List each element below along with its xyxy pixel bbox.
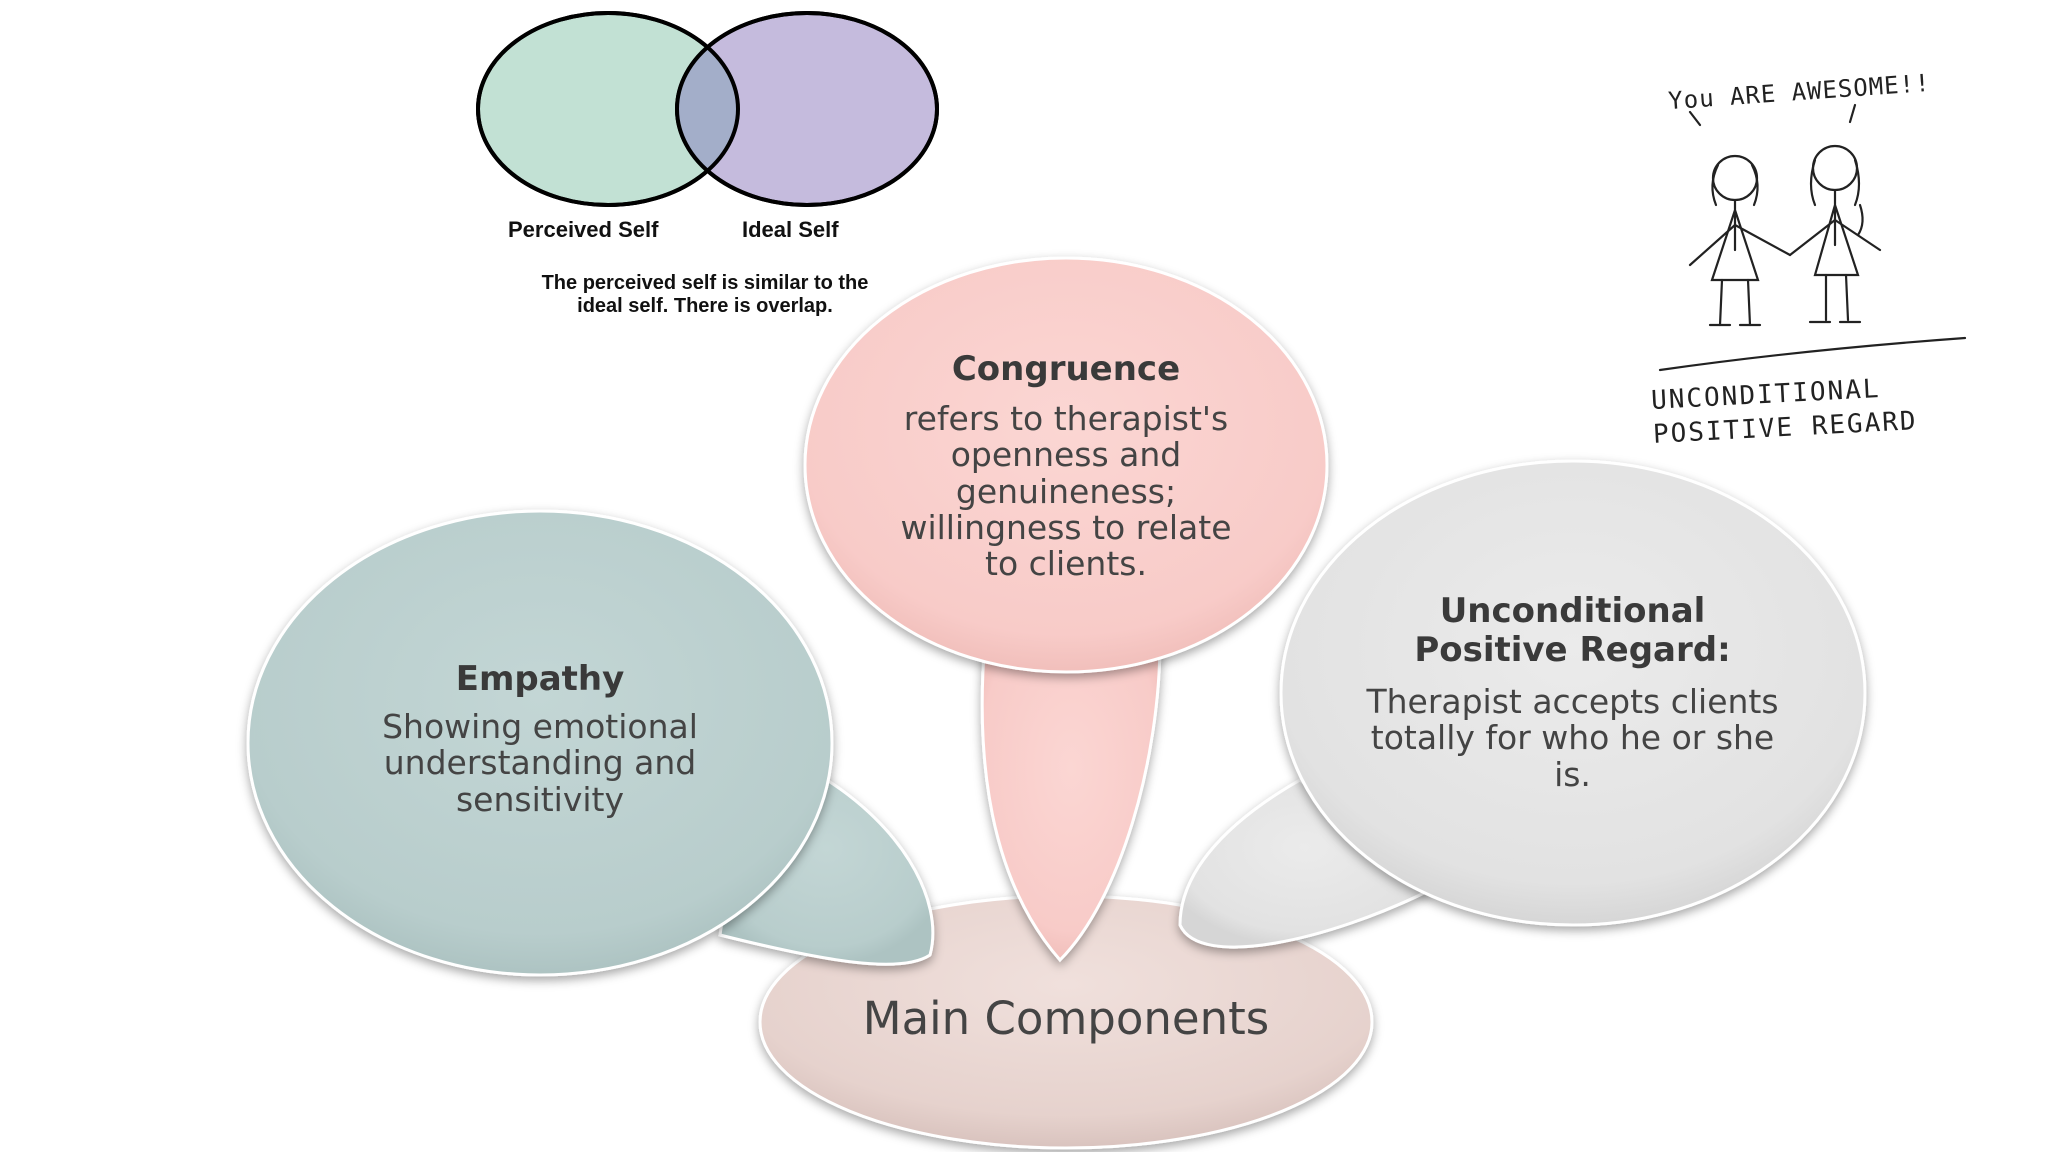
perceived-self-label: Perceived Self [508, 217, 659, 242]
venn-caption-line2: ideal self. There is overlap. [577, 295, 833, 317]
empathy-body: Showing emotional understanding and sens… [382, 707, 698, 819]
empathy-bubble [246, 509, 834, 977]
congruence-text: Congruence refers to therapist's opennes… [890, 349, 1242, 584]
congruence-body: refers to therapist's openness and genui… [900, 399, 1232, 584]
regard-bubble-tail [1178, 778, 1433, 949]
empathy-text: Empathy Showing emotional understanding … [365, 659, 715, 819]
empathy-title: Empathy [455, 659, 625, 699]
regard-body: Therapist accepts clients totally for wh… [1366, 682, 1779, 794]
venn-caption-line1: The perceived self is similar to the [541, 272, 869, 294]
congruence-bubble [803, 256, 1329, 674]
congruence-title: Congruence [951, 349, 1181, 389]
regard-bubble [1279, 459, 1867, 927]
ideal-self-label: Ideal Self [742, 217, 839, 242]
regard-title: Unconditional Positive Regard: [1414, 591, 1731, 671]
congruence-bubble-tail [980, 638, 1162, 963]
main-components-label: Main Components [862, 992, 1270, 1045]
regard-text: Unconditional Positive Regard: Therapist… [1365, 591, 1780, 794]
venn-caption: The perceived self is similar to the ide… [480, 272, 930, 318]
